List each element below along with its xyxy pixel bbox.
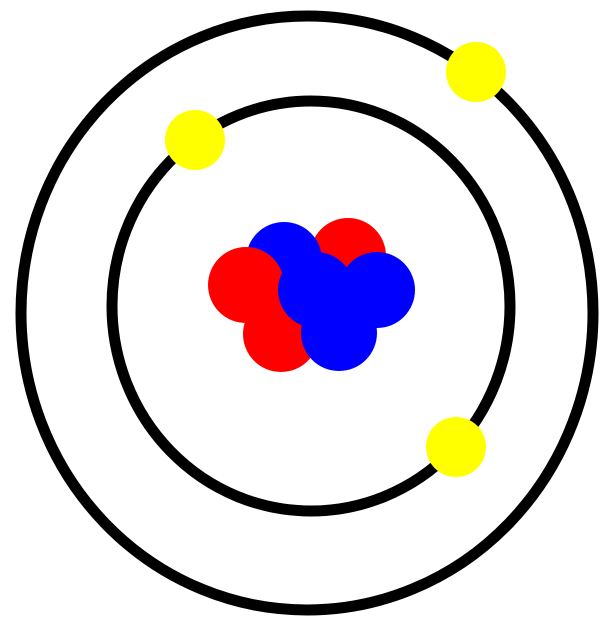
proton bbox=[208, 247, 284, 323]
nucleus bbox=[208, 218, 415, 372]
outer-orbit bbox=[15, 10, 599, 616]
electron bbox=[165, 110, 225, 170]
electron bbox=[446, 42, 506, 102]
inner-orbit bbox=[106, 95, 516, 517]
neutron bbox=[339, 252, 415, 328]
neutron bbox=[278, 252, 354, 328]
electron bbox=[426, 417, 486, 477]
